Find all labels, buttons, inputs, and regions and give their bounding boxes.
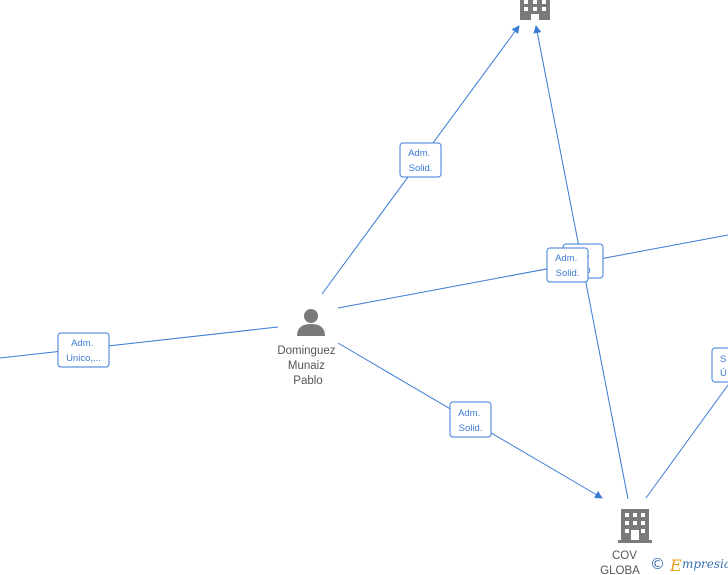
edge-label-bottom-to-right[interactable]: S Ú — [711, 347, 728, 383]
company-name-line: COV — [612, 550, 637, 562]
edge-label-person-to-top[interactable]: Adm. Solid. — [399, 142, 442, 178]
building-icon — [618, 509, 652, 543]
edge-label-line: Adm. — [71, 338, 93, 349]
copyright-symbol: © — [650, 555, 665, 573]
edge-label-line: Ú — [720, 368, 727, 379]
company-name: COV GLOBA — [600, 550, 640, 575]
person-icon — [297, 309, 325, 336]
person-name: Dominguez Munaiz Pablo — [277, 345, 338, 387]
person-name-line: Dominguez — [277, 345, 335, 357]
edge-label-line: Solid. — [556, 268, 580, 279]
edge-label-line: Adm. — [408, 148, 430, 159]
edge-label-person-to-bottom[interactable]: Adm. Solid. — [449, 401, 492, 438]
svg-text:S Ú: S Ú — [720, 354, 728, 379]
company-node-top[interactable] — [520, 0, 550, 20]
edge-person-to-right — [337, 234, 728, 309]
company-node-bottom[interactable]: COV GLOBA — [600, 509, 652, 575]
edge-label-line: Adm. — [555, 253, 577, 264]
edge-label-person-to-left[interactable]: Adm. Unico,... — [57, 332, 110, 368]
edge-person-to-left — [0, 326, 279, 359]
svg-text:Adm. Solid.: Adm. Solid. — [408, 148, 433, 174]
edge-label-line: Adm. — [458, 408, 480, 419]
edge-label-line: Solid. — [409, 163, 433, 174]
edge-label-line: S — [720, 354, 726, 365]
edge-label-line: Solid. — [459, 423, 483, 434]
company-name-line: GLOBA — [600, 565, 640, 575]
edge-bottom-to-right — [645, 384, 728, 499]
svg-text:Adm. Unico,...: Adm. Unico,... — [66, 338, 101, 364]
svg-text:Adm. Solid.: Adm. Solid. — [555, 253, 580, 279]
person-name-line: Munaiz — [288, 360, 325, 372]
person-node[interactable]: Dominguez Munaiz Pablo — [277, 309, 338, 387]
empresia-watermark: © E mpresia — [650, 555, 728, 575]
brand-initial: E — [669, 556, 682, 575]
edge-label-line: Unico,... — [66, 353, 101, 364]
svg-text:Adm. Solid.: Adm. Solid. — [458, 408, 483, 434]
person-name-line: Pablo — [293, 375, 322, 387]
edge-label-person-to-right[interactable]: Adm. Solid. — [546, 247, 589, 283]
brand-name: mpresia — [682, 557, 728, 571]
